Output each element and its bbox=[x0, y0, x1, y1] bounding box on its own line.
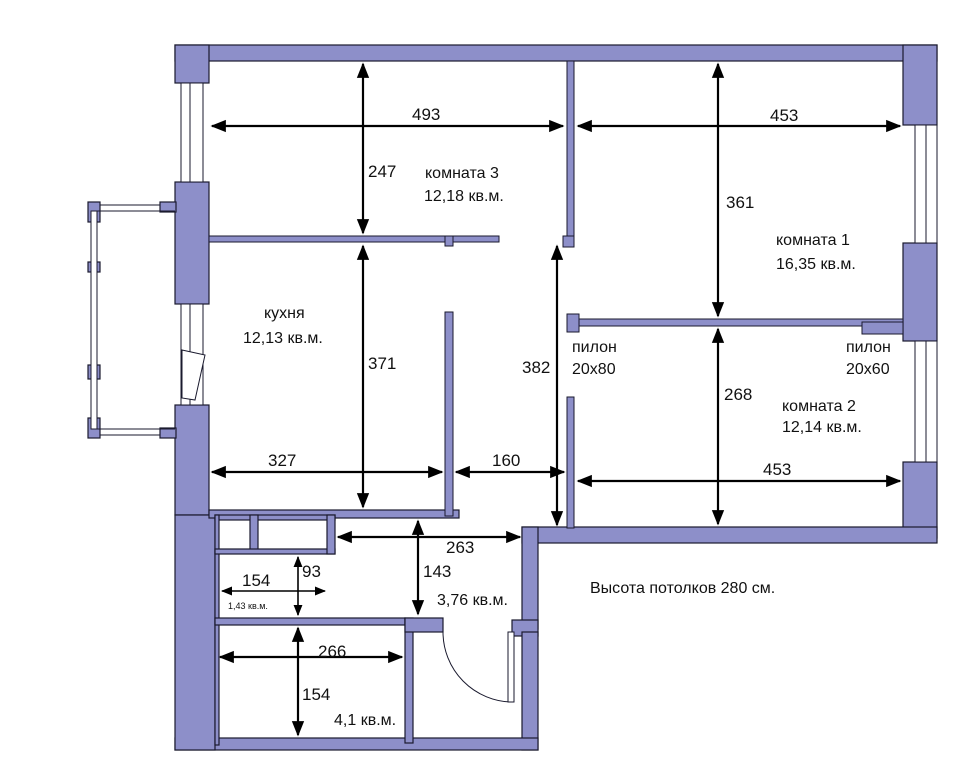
partition-room3-bottom bbox=[208, 235, 500, 243]
outer-wall-right-lower bbox=[902, 461, 938, 539]
entry-door-swing-arc bbox=[442, 631, 513, 703]
outer-wall-right-mid bbox=[902, 242, 938, 342]
room3-area: 12,18 кв.м. bbox=[424, 188, 504, 205]
dim-bath-width: 266 bbox=[318, 642, 346, 661]
balcony-bottom-post bbox=[159, 427, 177, 439]
partition-room2-left bbox=[566, 396, 575, 529]
window-room3 bbox=[180, 82, 204, 183]
partition-room3-right-stub bbox=[562, 235, 575, 248]
room1-name: комната 1 bbox=[776, 232, 850, 249]
pylon-left-block bbox=[566, 313, 580, 333]
partition-room3-tab bbox=[444, 235, 454, 247]
pylon-right-size: 20х60 bbox=[846, 361, 890, 378]
balcony-glazing bbox=[90, 210, 98, 430]
wall-wc-bottom bbox=[214, 617, 406, 626]
outer-wall-top bbox=[174, 44, 938, 62]
wall-bath-right bbox=[404, 617, 414, 744]
outer-wall-left-pier bbox=[174, 181, 210, 305]
outer-wall-left-lower bbox=[174, 404, 210, 516]
dim-wc-width: 154 bbox=[242, 571, 270, 590]
entry-door-leaf bbox=[507, 631, 515, 703]
wc-area: 1,43 кв.м. bbox=[228, 601, 268, 611]
wall-service-left bbox=[214, 514, 220, 746]
dim-room2-height: 268 bbox=[724, 385, 752, 404]
wall-service-vert bbox=[326, 514, 336, 555]
dim-room1-height: 361 bbox=[726, 193, 754, 212]
dim-passage-width: 160 bbox=[492, 451, 520, 470]
bath-area: 4,1 кв.м. bbox=[334, 712, 396, 729]
balcony-door-swing bbox=[181, 349, 206, 401]
dim-room3-height: 247 bbox=[368, 162, 396, 181]
outer-wall-lower-right bbox=[521, 631, 539, 751]
outer-wall-bottom bbox=[174, 737, 539, 751]
outer-wall-left-top bbox=[174, 44, 210, 84]
wall-service-top bbox=[214, 514, 336, 521]
outer-wall-right-upper bbox=[902, 44, 938, 126]
dim-kitchen-width: 327 bbox=[268, 451, 296, 470]
room2-area: 12,14 кв.м. bbox=[782, 419, 862, 436]
outer-wall-room2-bottom bbox=[521, 526, 938, 544]
room2-name: комната 2 bbox=[782, 398, 856, 415]
kitchen-name: кухня bbox=[264, 305, 305, 322]
outer-wall-hall-right bbox=[521, 526, 539, 630]
dim-kitchen-height: 371 bbox=[368, 354, 396, 373]
partition-room1-room2 bbox=[566, 318, 904, 327]
wall-door-jamb-left bbox=[404, 617, 444, 633]
pylon-left-label: пилон bbox=[572, 339, 617, 356]
partition-room3-right bbox=[566, 60, 575, 248]
dim-hall-height: 143 bbox=[423, 562, 451, 581]
outer-wall-left-bottom bbox=[174, 514, 216, 751]
dim-room1-width: 453 bbox=[770, 106, 798, 125]
room1-area: 16,35 кв.м. bbox=[776, 256, 856, 273]
pylon-right-block bbox=[861, 321, 904, 335]
hall-area: 3,76 кв.м. bbox=[437, 592, 508, 609]
pylon-right-label: пилон bbox=[846, 339, 891, 356]
kitchen-area: 12,13 кв.м. bbox=[243, 330, 323, 347]
wall-service-block1 bbox=[249, 514, 259, 553]
dim-room2-width: 453 bbox=[763, 460, 791, 479]
dim-wc-height: 93 bbox=[302, 562, 321, 581]
dim-corridor-height: 382 bbox=[522, 358, 550, 377]
pylon-left-size: 20х80 bbox=[572, 361, 616, 378]
balcony-top-post bbox=[159, 201, 177, 213]
room3-name: комната 3 bbox=[425, 165, 499, 182]
ceiling-height-note: Высота потолков 280 см. bbox=[590, 580, 775, 597]
partition-kitchen-right bbox=[444, 311, 454, 517]
wall-service-mid bbox=[214, 548, 336, 555]
dim-hall-width: 263 bbox=[446, 538, 474, 557]
dim-room3-width: 493 bbox=[412, 105, 440, 124]
dim-bath-height: 154 bbox=[302, 685, 330, 704]
